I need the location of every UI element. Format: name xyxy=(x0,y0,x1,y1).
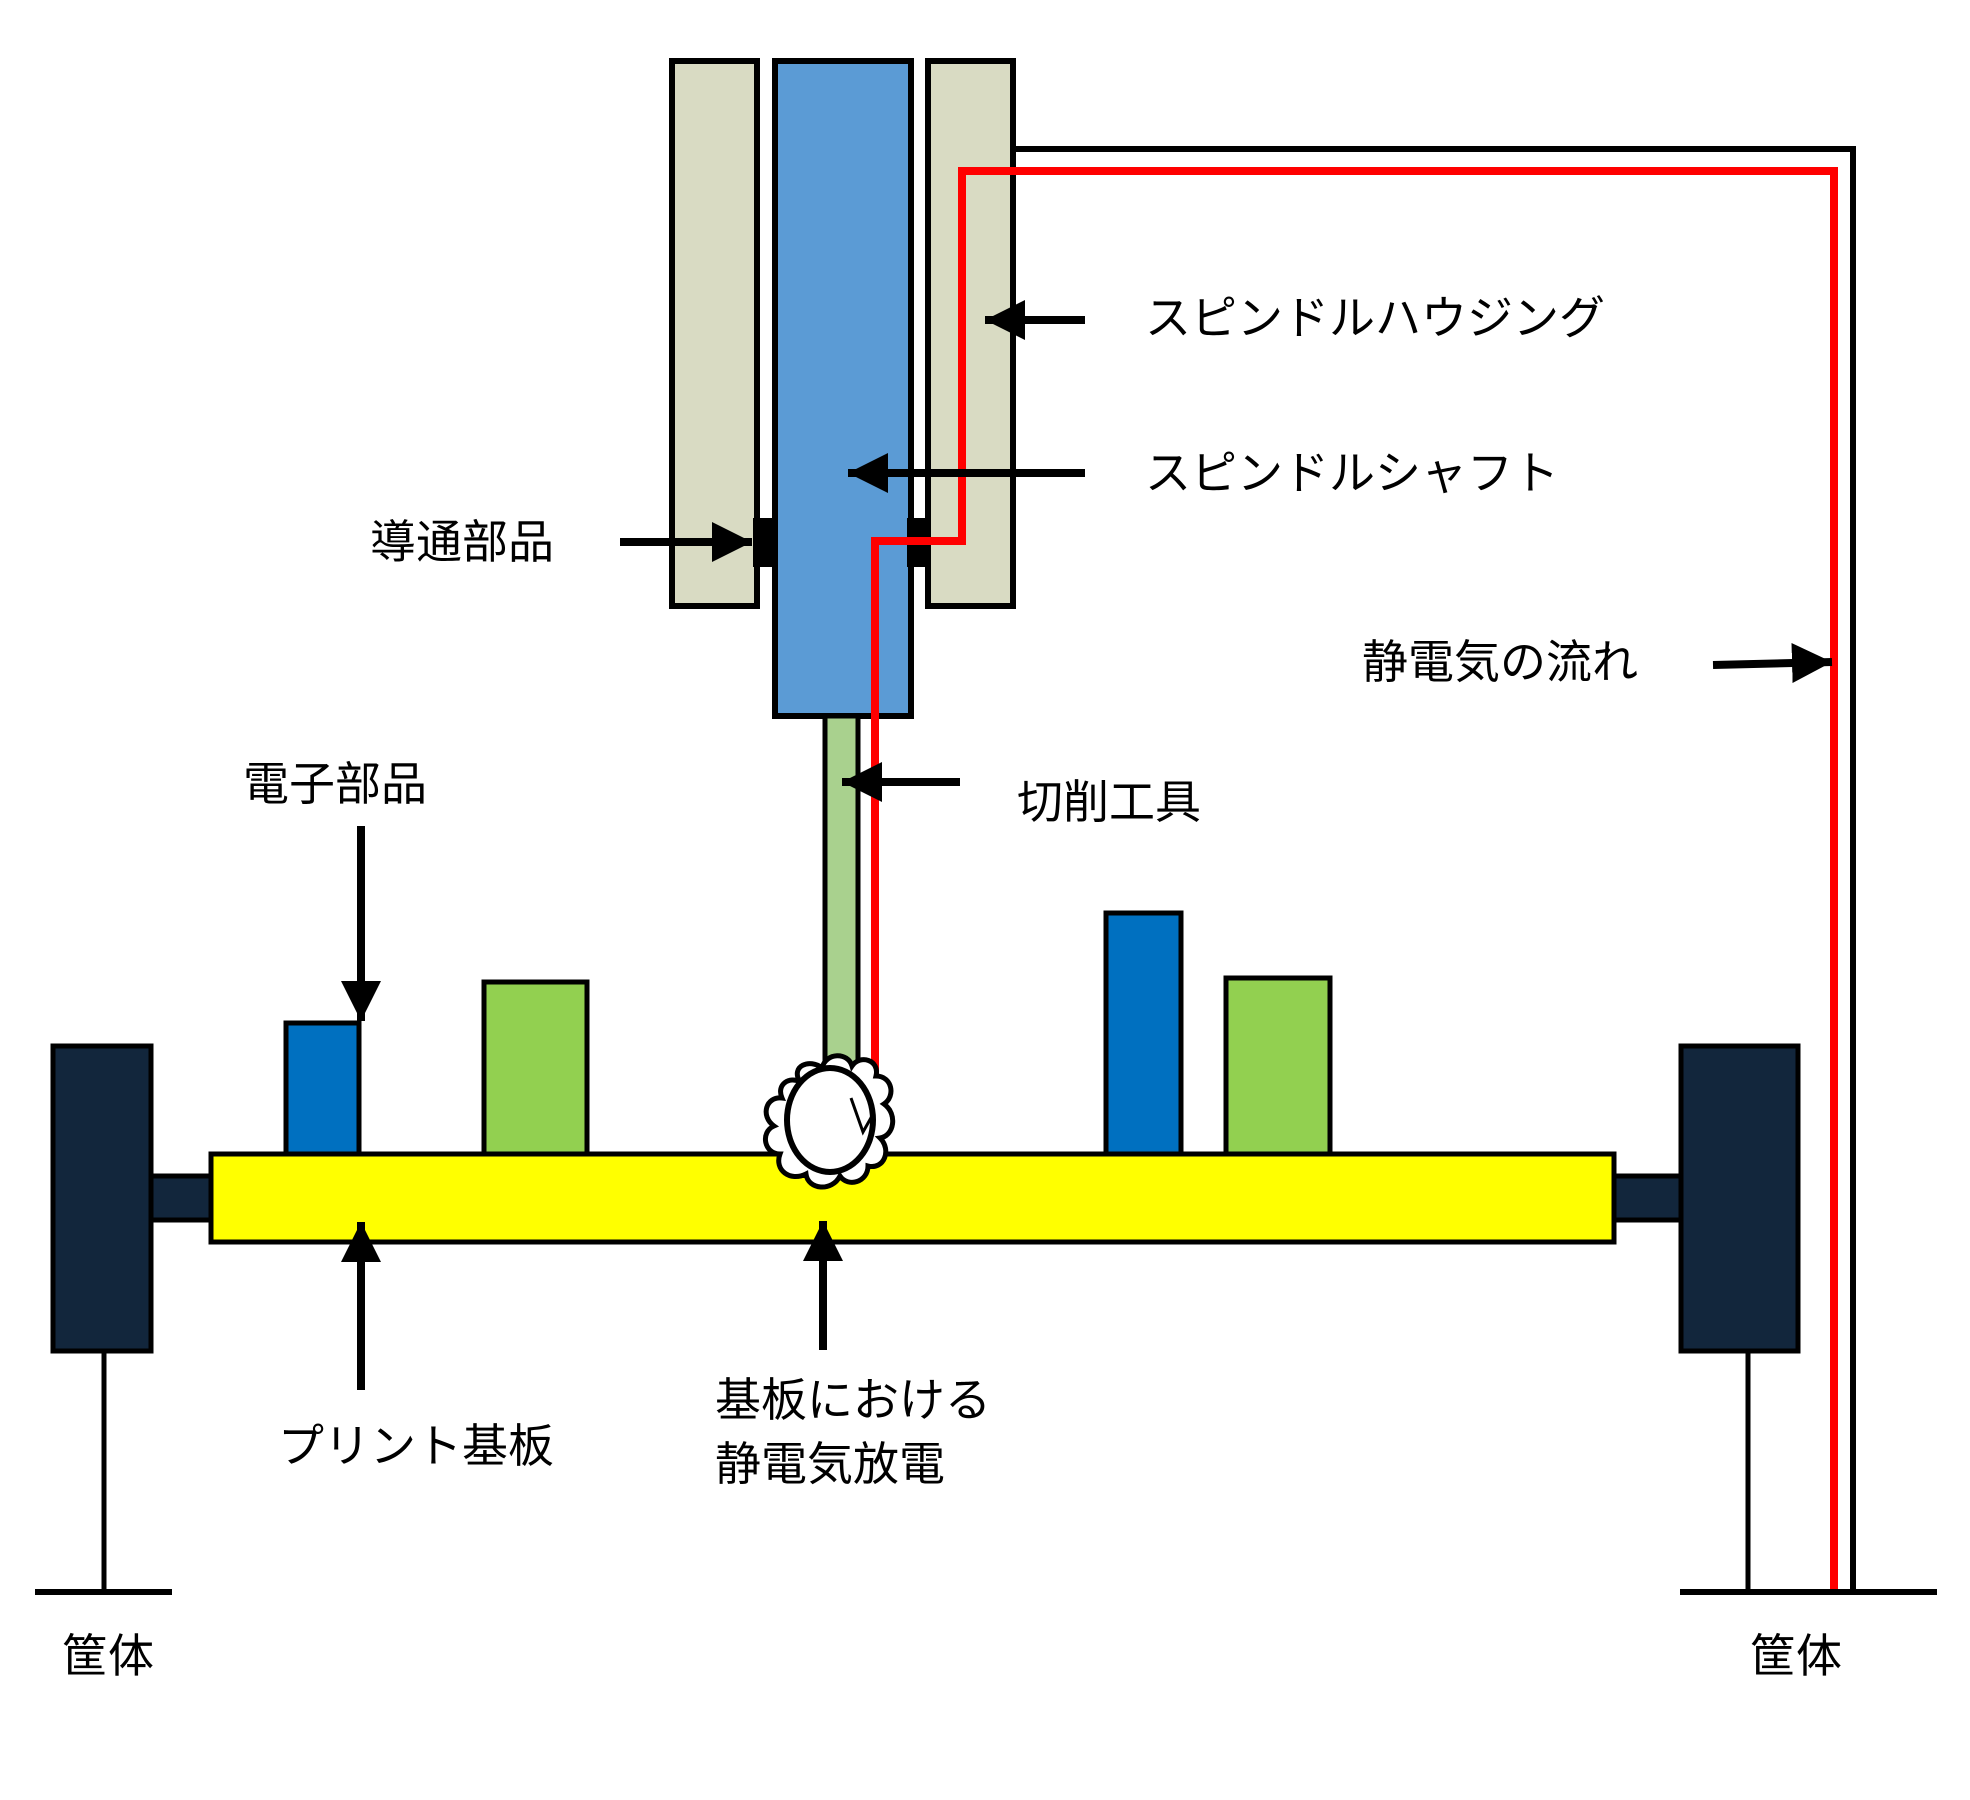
pcb-mount-left xyxy=(148,1173,214,1223)
component-green-right xyxy=(1223,975,1333,1157)
conductive-part-left xyxy=(753,518,775,567)
label-spindle-housing: スピンドルハウジング xyxy=(1145,291,1605,345)
label-electronic-parts: 電子部品 xyxy=(243,757,427,811)
printed-circuit-board xyxy=(208,1151,1617,1245)
component-green-left xyxy=(481,979,590,1157)
cutting-tool xyxy=(822,713,861,1099)
component-blue-left xyxy=(283,1020,362,1157)
arrow-static-flow xyxy=(1712,643,1833,684)
enclosure-left xyxy=(50,1043,154,1354)
label-conductive-part: 導通部品 xyxy=(370,515,554,569)
label-spindle-shaft: スピンドルシャフト xyxy=(1145,446,1559,500)
label-esd-line1: 基板における xyxy=(715,1373,991,1427)
spindle-housing-right xyxy=(925,58,1016,609)
label-esd-line2: 静電気放電 xyxy=(715,1437,945,1491)
enclosure-right xyxy=(1678,1043,1801,1354)
component-blue-right xyxy=(1103,910,1184,1157)
label-cutting-tool: 切削工具 xyxy=(1017,775,1201,829)
label-pcb: プリント基板 xyxy=(278,1419,554,1473)
label-static-flow: 静電気の流れ xyxy=(1362,635,1638,689)
ground-wire xyxy=(1013,146,1856,1592)
spindle-housing-left xyxy=(669,58,760,609)
static-flow-path xyxy=(871,167,1838,1592)
label-enclosure-right: 筐体 xyxy=(1750,1629,1842,1683)
spindle-shaft xyxy=(772,58,914,719)
pcb-mount-right xyxy=(1611,1173,1684,1223)
label-enclosure-left: 筐体 xyxy=(62,1629,154,1683)
esd-discharge-icon xyxy=(763,1053,896,1190)
